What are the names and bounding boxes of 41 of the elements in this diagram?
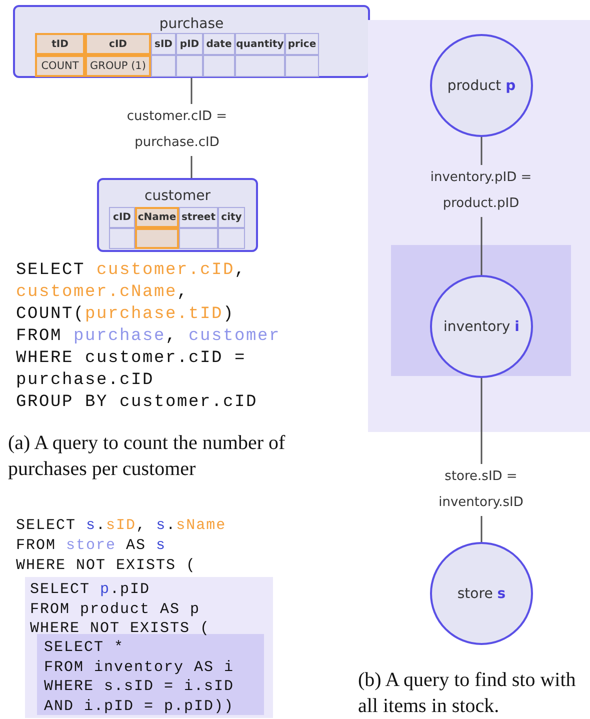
code-line: WHERE NOT EXISTS ( xyxy=(16,558,196,573)
table-alias: product p xyxy=(447,78,516,94)
code-line: WHERE NOT EXISTS ( xyxy=(30,621,210,636)
cell-value: COUNT xyxy=(35,55,85,77)
column-header: date xyxy=(203,33,235,55)
code-line: WHERE customer.cID = xyxy=(16,350,246,367)
code-line: SELECT s.sID, s.sName xyxy=(16,518,226,533)
column-header: street xyxy=(179,207,218,228)
code-line: FROM inventory AS i xyxy=(44,660,234,675)
table-alias: inventory i xyxy=(444,318,520,334)
column-header: cID xyxy=(109,207,135,228)
column-header: quantity xyxy=(235,33,285,55)
table-name: purchase xyxy=(158,16,225,32)
column-header: cName xyxy=(135,207,179,228)
column-header: city xyxy=(218,207,245,228)
subfigure-caption: (b) A query to find sto with all items in stock. xyxy=(358,668,577,719)
column-header: price xyxy=(285,33,319,55)
column-header: sID xyxy=(151,33,176,55)
code-line: FROM product AS p xyxy=(30,602,200,617)
table-name: customer xyxy=(144,188,212,204)
scope-band xyxy=(368,20,590,432)
table-box xyxy=(13,5,370,78)
column-header: cID xyxy=(85,33,151,55)
column-header: pID xyxy=(176,33,203,55)
subfigure-caption: (a) A query to count the number of purchases per customer xyxy=(8,431,286,482)
column-header: tID xyxy=(35,33,85,55)
code-line: AND i.pID = p.pID)) xyxy=(44,699,234,714)
code-line: SELECT p.pID xyxy=(30,582,150,597)
code-line: GROUP BY customer.cID xyxy=(16,394,258,411)
code-line: FROM store AS s xyxy=(16,538,166,553)
code-line: SELECT customer.cID, xyxy=(16,262,246,279)
table-box xyxy=(97,178,258,252)
scope-band xyxy=(391,245,571,376)
table-alias: store s xyxy=(457,586,506,602)
code-line: FROM purchase, customer xyxy=(16,328,281,345)
code-line: SELECT * xyxy=(44,640,124,655)
code-line: WHERE s.sID = i.sID xyxy=(44,679,234,694)
code-line: COUNT(purchase.tID) xyxy=(16,306,235,323)
code-line: purchase.cID xyxy=(16,372,154,389)
cell-value: GROUP (1) xyxy=(85,55,151,77)
code-line: customer.cName, xyxy=(16,284,189,301)
